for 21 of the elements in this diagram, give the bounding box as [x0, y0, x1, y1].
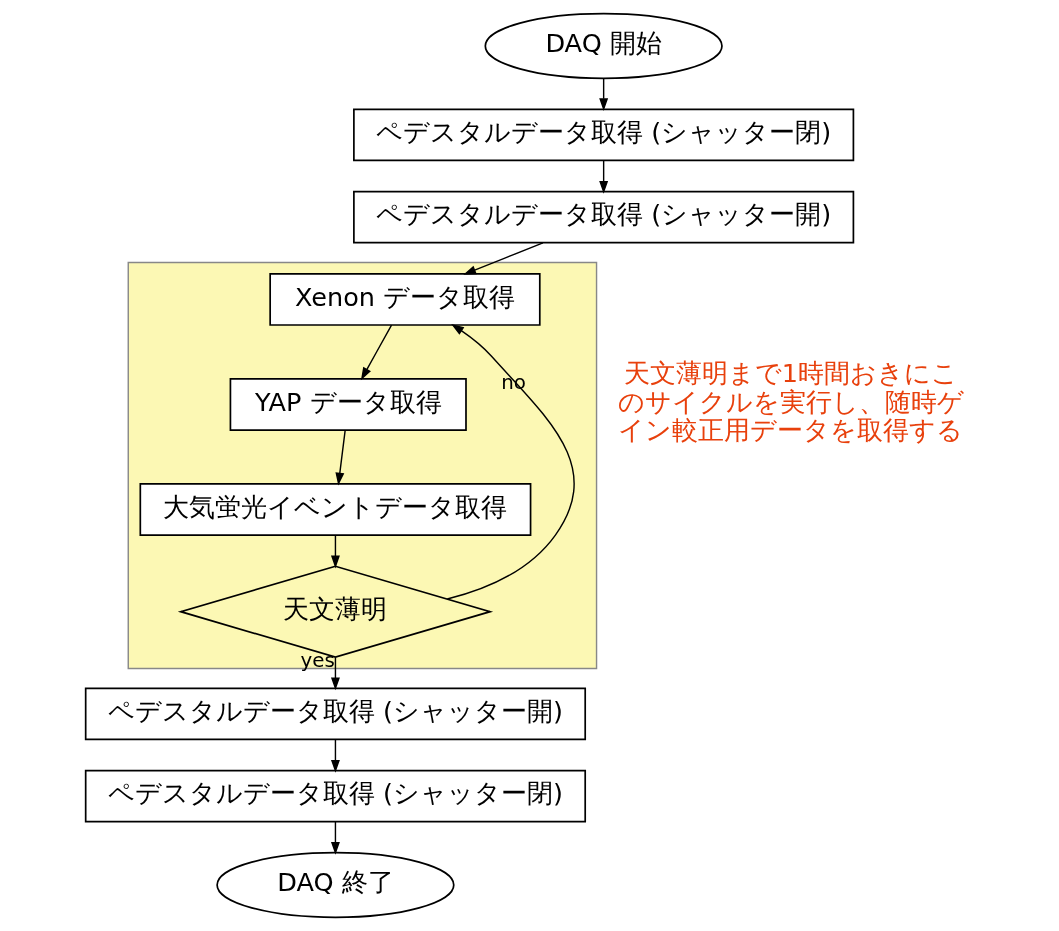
- node-box: ペデスタルデータ取得 (シャッター閉): [84, 769, 587, 823]
- cluster: [127, 261, 598, 670]
- node-box: ペデスタルデータ取得 (シャッター閉): [353, 108, 855, 162]
- arrow: [330, 821, 340, 855]
- arrow: [599, 159, 609, 194]
- arrow: [330, 534, 340, 569]
- arrow: [463, 242, 544, 275]
- arrow: [360, 324, 393, 381]
- arrow: [446, 324, 575, 600]
- arrow: [330, 738, 340, 773]
- arrow: [599, 77, 609, 112]
- node-box: ペデスタルデータ取得 (シャッター開): [84, 687, 587, 741]
- node-box: 大気蛍光イベントデータ取得: [139, 483, 532, 536]
- label: 天文薄明まで1時間おきにこのサイクルを実行し、随時ゲイン較正用データを取得する: [617, 358, 964, 446]
- node-ellipse: DAQ 終了: [216, 851, 455, 919]
- arrow: [330, 656, 340, 691]
- arrow: [335, 429, 346, 486]
- node-box: Xenon データ取得: [269, 273, 541, 326]
- node-ellipse: DAQ 開始: [484, 12, 723, 80]
- node-box: YAP データ取得: [229, 378, 467, 431]
- node-box: ペデスタルデータ取得 (シャッター開): [353, 190, 855, 244]
